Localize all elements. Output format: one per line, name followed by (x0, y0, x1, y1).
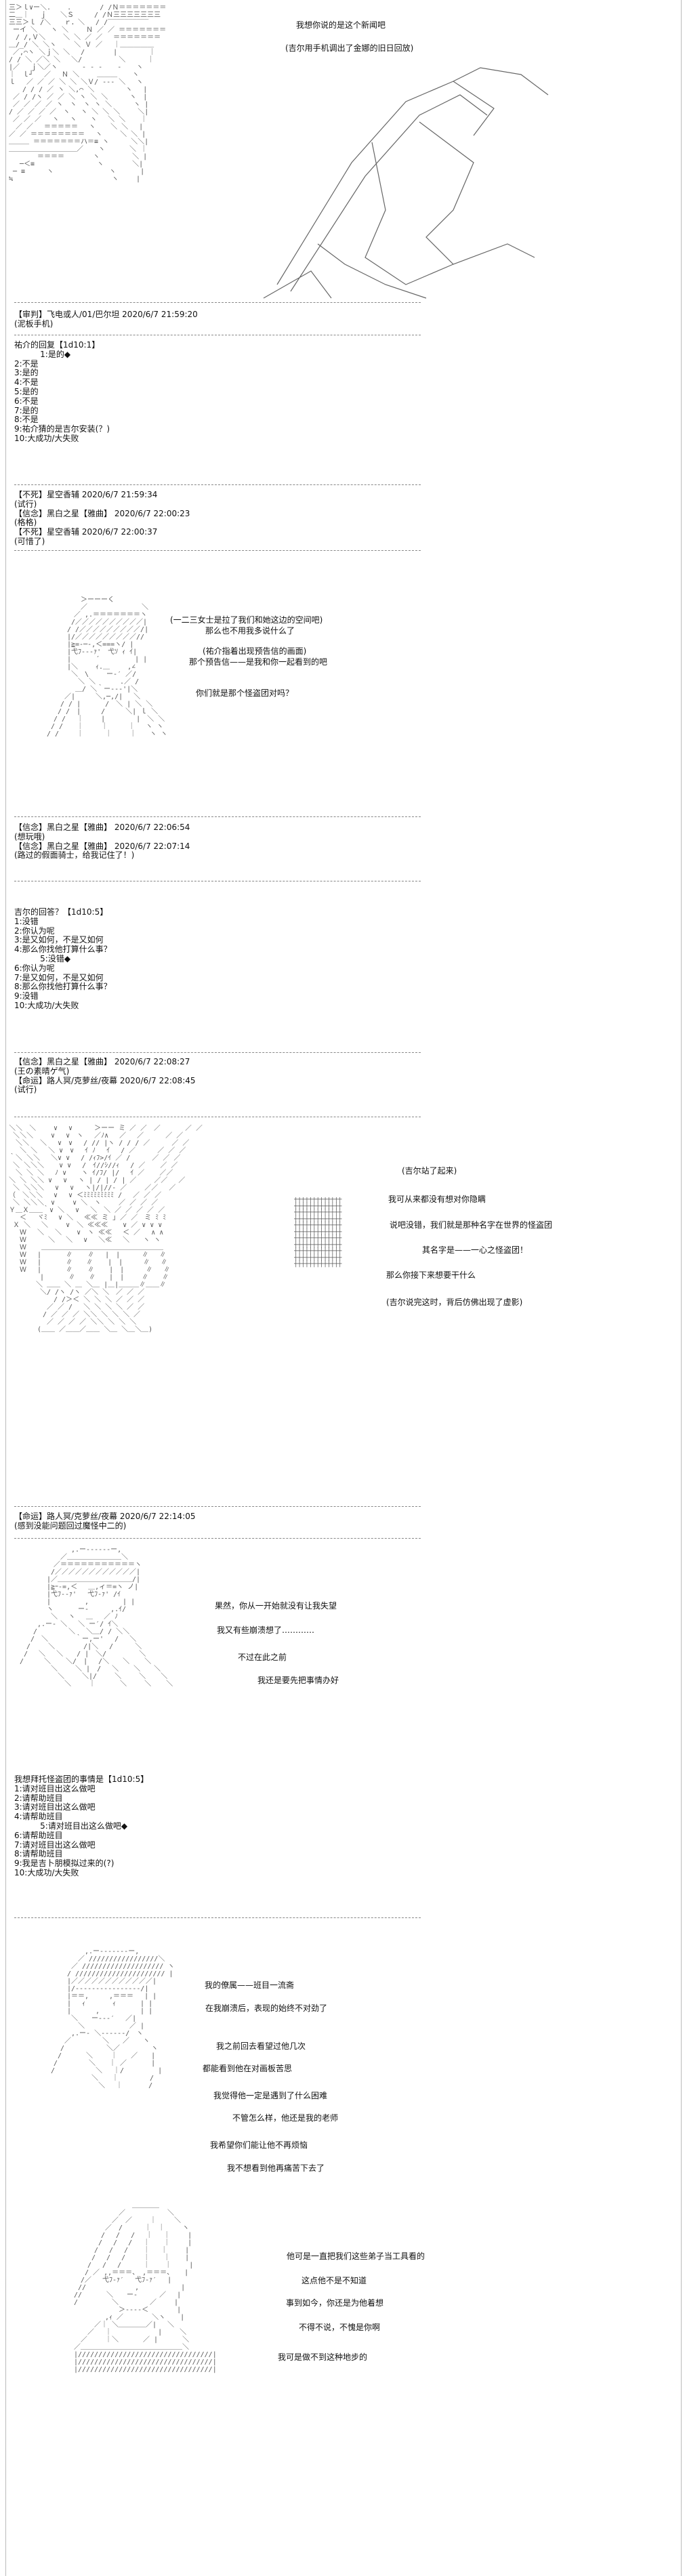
caption: 不得不说，不愧是你啊 (299, 2323, 381, 2332)
ascii-art-figure: 三＞ｌ∨ー＼. . / /Ｎ＝＝＝＝＝＝＝ 二＿｜ ｊ ＼Ｓ / /Ｎ三三三三三… (9, 4, 167, 183)
caption: 你们就是那个怪盗团对吗？ (196, 688, 294, 698)
caption: 我还是要先把事情办好 (257, 1676, 339, 1685)
ascii-art-figure: ,.ー‐‐‐‐‐‐‐ー, ／ /////////////////＼ ／ ////… (51, 1948, 175, 2090)
caption: 果然，你从一开始就没有让我失望 (215, 1601, 337, 1611)
caption: (吉尔说完这时，背后仿佛出现了虚影) (386, 1297, 523, 1307)
caption: 那么你接下来想要干什么 (386, 1270, 476, 1280)
caption: 我之前回去看望过他几次 (216, 2041, 306, 2051)
caption: (祐介指着出现预告信的画面) (203, 646, 307, 656)
bbs-page: 三＞ｌ∨ー＼. . / /Ｎ＝＝＝＝＝＝＝ 二＿｜ ｊ ＼Ｓ / /Ｎ三三三三三… (5, 0, 682, 2576)
caption: 不管怎么样，他还是我的老师 (232, 2113, 339, 2123)
caption: (吉尔站了起来) (402, 1166, 457, 1176)
ascii-art-figure: ＿＿＿＿ ／ ＼ ／ ／ ｜ ＼ ／ / ｜ ｜ ヽ / / / ｜ ｜ | /… (73, 2202, 217, 2373)
caption: 我希望你们能让他不再烦恼 (210, 2140, 308, 2150)
divider (14, 550, 421, 551)
caption: 说吧没错，我们就是那种名字在世界的怪盗团 (390, 1220, 553, 1230)
divider (14, 816, 421, 817)
caption: 那么也不用我多说什么了 (205, 626, 295, 636)
post-block: 【命运】路人冥/克萝丝/夜幕 2020/6/7 22:14:05 (感到没能问题… (14, 1512, 196, 1531)
caption: 我觉得他一定是遇到了什么困难 (213, 2091, 328, 2100)
caption: (一二三女士是拉了我们和她这边的空间吧) (170, 615, 323, 625)
divider (14, 302, 421, 303)
divider (14, 1052, 421, 1053)
caption: 他可是一直把我们这些弟子当工具看的 (287, 2251, 425, 2261)
post-block: 【审判】飞电或人/01/巴尔坦 2020/6/7 21:59:20 (泥板手机) (14, 310, 198, 329)
caption: 那个预告信——是我和你一起看到的吧 (189, 657, 328, 667)
post-block: 【信念】黑白之星【雅曲】 2020/6/7 22:08:27 (王の素晴ゲ气) … (14, 1057, 196, 1095)
line-art-figure (263, 67, 549, 299)
divider (14, 1917, 421, 1918)
caption: 我又有些崩溃想了………… (217, 1625, 315, 1635)
caption: 其名字是——一心之怪盗团！ (422, 1245, 528, 1255)
caption: 我不想看到他再痛苦下去了 (227, 2163, 325, 2173)
caption: 我想你说的是这个新闻吧 (296, 20, 386, 30)
caption: 不过在此之前 (238, 1653, 287, 1662)
ascii-art-figure: ＼＼ ＼ ∨ ∨ ＞ーー ミ ／ ／ ／ ／ ／ ＼＼＼ ∨ ∨ ヽ ／ﾉ∧ ／… (9, 1125, 203, 1333)
dice-block: 祐介的回复【1d10:1】 1:是的◆ 2:不是 3:是的 4:不是 5:是的 … (14, 340, 110, 443)
grid-pattern: ┼┼┼┼┼┼┼┼┼┼┼┼┼ ┼┼┼┼┼┼┼┼┼┼┼┼┼ ┼┼┼┼┼┼┼┼┼┼┼┼… (294, 1197, 342, 1268)
ascii-art-figure: ＞ーーーく ／ ＼ ／ ,.＝＝＝＝＝＝＝ヽ /／／／／／／／／／／| / /／… (47, 596, 168, 738)
divider (14, 1538, 421, 1539)
caption: 事到如今，你还是为他着想 (286, 2298, 384, 2308)
caption: 都能看到他在对画板苦思 (203, 2064, 293, 2073)
caption: (吉尔用手机调出了金娜的旧日回放) (285, 43, 414, 53)
caption: 我可是做不到这种地步的 (278, 2352, 368, 2362)
ascii-art-figure: ,.ー‐‐‐‐‐‐ー, ／＿＿＿＿＿＿＿＿＼ ／＝＝＝＝＝＝＝＝＝＝＝ヽ /／／… (20, 1546, 173, 1688)
dice-block: 我想拜托怪盗团的事情是【1d10:5】 1:请对班目出这么做吧 2:请帮助班目 … (14, 1774, 149, 1877)
divider (14, 484, 421, 485)
dice-block: 吉尔的回答？【1d10:5】 1:没错 2:你认为呢 3:是又如何，不是又如何 … (14, 907, 112, 1010)
post-block: 【不死】星空香辅 2020/6/7 21:59:34 (试行) 【信念】黑白之星… (14, 490, 190, 546)
post-block: 【信念】黑白之星【雅曲】 2020/6/7 22:06:54 (想玩哦) 【信念… (14, 823, 190, 860)
divider (14, 1506, 421, 1507)
caption: 这点他不是不知道 (301, 2276, 367, 2285)
caption: 在我崩溃后，表现的始终不对劲了 (205, 2003, 328, 2013)
caption: 我的僚属——班目一流斋 (205, 1980, 295, 1990)
caption: 我可从来都没有想对你隐瞒 (388, 1194, 486, 1204)
